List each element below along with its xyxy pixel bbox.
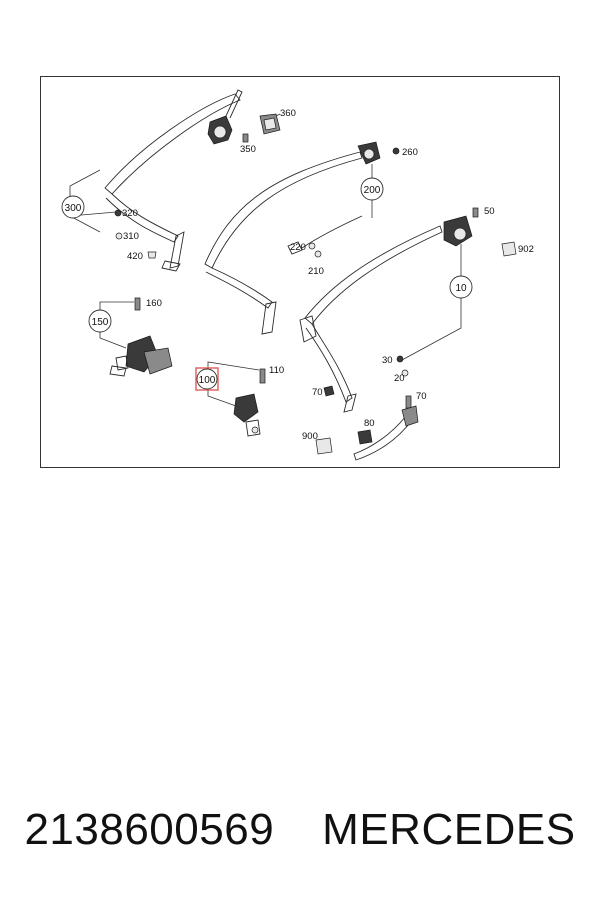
label-50: 50 <box>484 206 495 217</box>
label-350: 350 <box>240 144 256 155</box>
callout-150-label: 150 <box>92 317 109 328</box>
label-210: 210 <box>308 266 324 277</box>
parts-diagram-svg: 300 200 <box>40 76 560 468</box>
part-360-sensor <box>259 113 281 135</box>
seatbelt-tensioner <box>353 405 419 461</box>
part-320-nut <box>114 209 122 217</box>
part-310-nut <box>115 232 123 240</box>
label-30: 30 <box>382 355 393 366</box>
buckle-assembly-150 <box>109 335 173 377</box>
part-30-nut <box>396 355 404 363</box>
part-260-nut <box>392 147 400 155</box>
buckle-100 <box>233 393 261 437</box>
callout-300: 300 <box>61 169 117 233</box>
label-420: 420 <box>127 251 143 262</box>
label-310: 310 <box>123 231 139 242</box>
part-900-connector <box>315 437 333 455</box>
part-160-bolt <box>134 297 141 311</box>
part-number: 2138600569 <box>24 805 275 854</box>
label-110: 110 <box>269 365 284 376</box>
diagram-border <box>40 76 560 468</box>
label-360: 360 <box>280 108 296 119</box>
callout-10: 10 <box>401 244 473 361</box>
part-420-clip <box>147 251 157 259</box>
label-260: 260 <box>402 147 418 158</box>
callout-100-label: 100 <box>199 375 216 386</box>
part-902-bracket <box>501 241 517 257</box>
callout-200-label: 200 <box>364 185 381 196</box>
caption: 2138600569 MERCEDES <box>0 800 600 860</box>
belt-assembly-300 <box>104 89 243 272</box>
callout-200: 200 <box>360 164 384 218</box>
belt-assembly-10 <box>299 215 473 413</box>
label-220: 220 <box>290 242 306 253</box>
part-210-washer <box>314 250 322 258</box>
label-902: 902 <box>518 244 534 255</box>
label-900: 900 <box>302 431 318 442</box>
callout-10-label: 10 <box>455 283 467 294</box>
part-350-screw <box>242 133 249 143</box>
label-320: 320 <box>122 208 138 219</box>
label-160: 160 <box>146 298 162 309</box>
part-50-bolt <box>472 207 479 218</box>
callout-100: 100 <box>195 361 260 407</box>
brand-name: MERCEDES <box>322 805 576 854</box>
part-80-clip <box>357 429 373 445</box>
belt-assembly-200 <box>204 141 381 335</box>
part-220-washer <box>308 242 316 250</box>
part-70-bolt-b <box>405 395 412 409</box>
part-70-bolt-a <box>323 385 335 397</box>
label-70-a: 70 <box>312 387 323 398</box>
callout-150: 150 <box>88 301 134 349</box>
callout-100-highlight <box>195 367 219 391</box>
part-110-bolt <box>259 368 266 384</box>
label-20: 20 <box>394 373 405 384</box>
label-80: 80 <box>364 418 375 429</box>
part-20-washer <box>401 369 409 377</box>
parts-diagram: 300 200 <box>40 76 560 468</box>
label-70-b: 70 <box>416 391 427 402</box>
callout-300-label: 300 <box>65 203 82 214</box>
